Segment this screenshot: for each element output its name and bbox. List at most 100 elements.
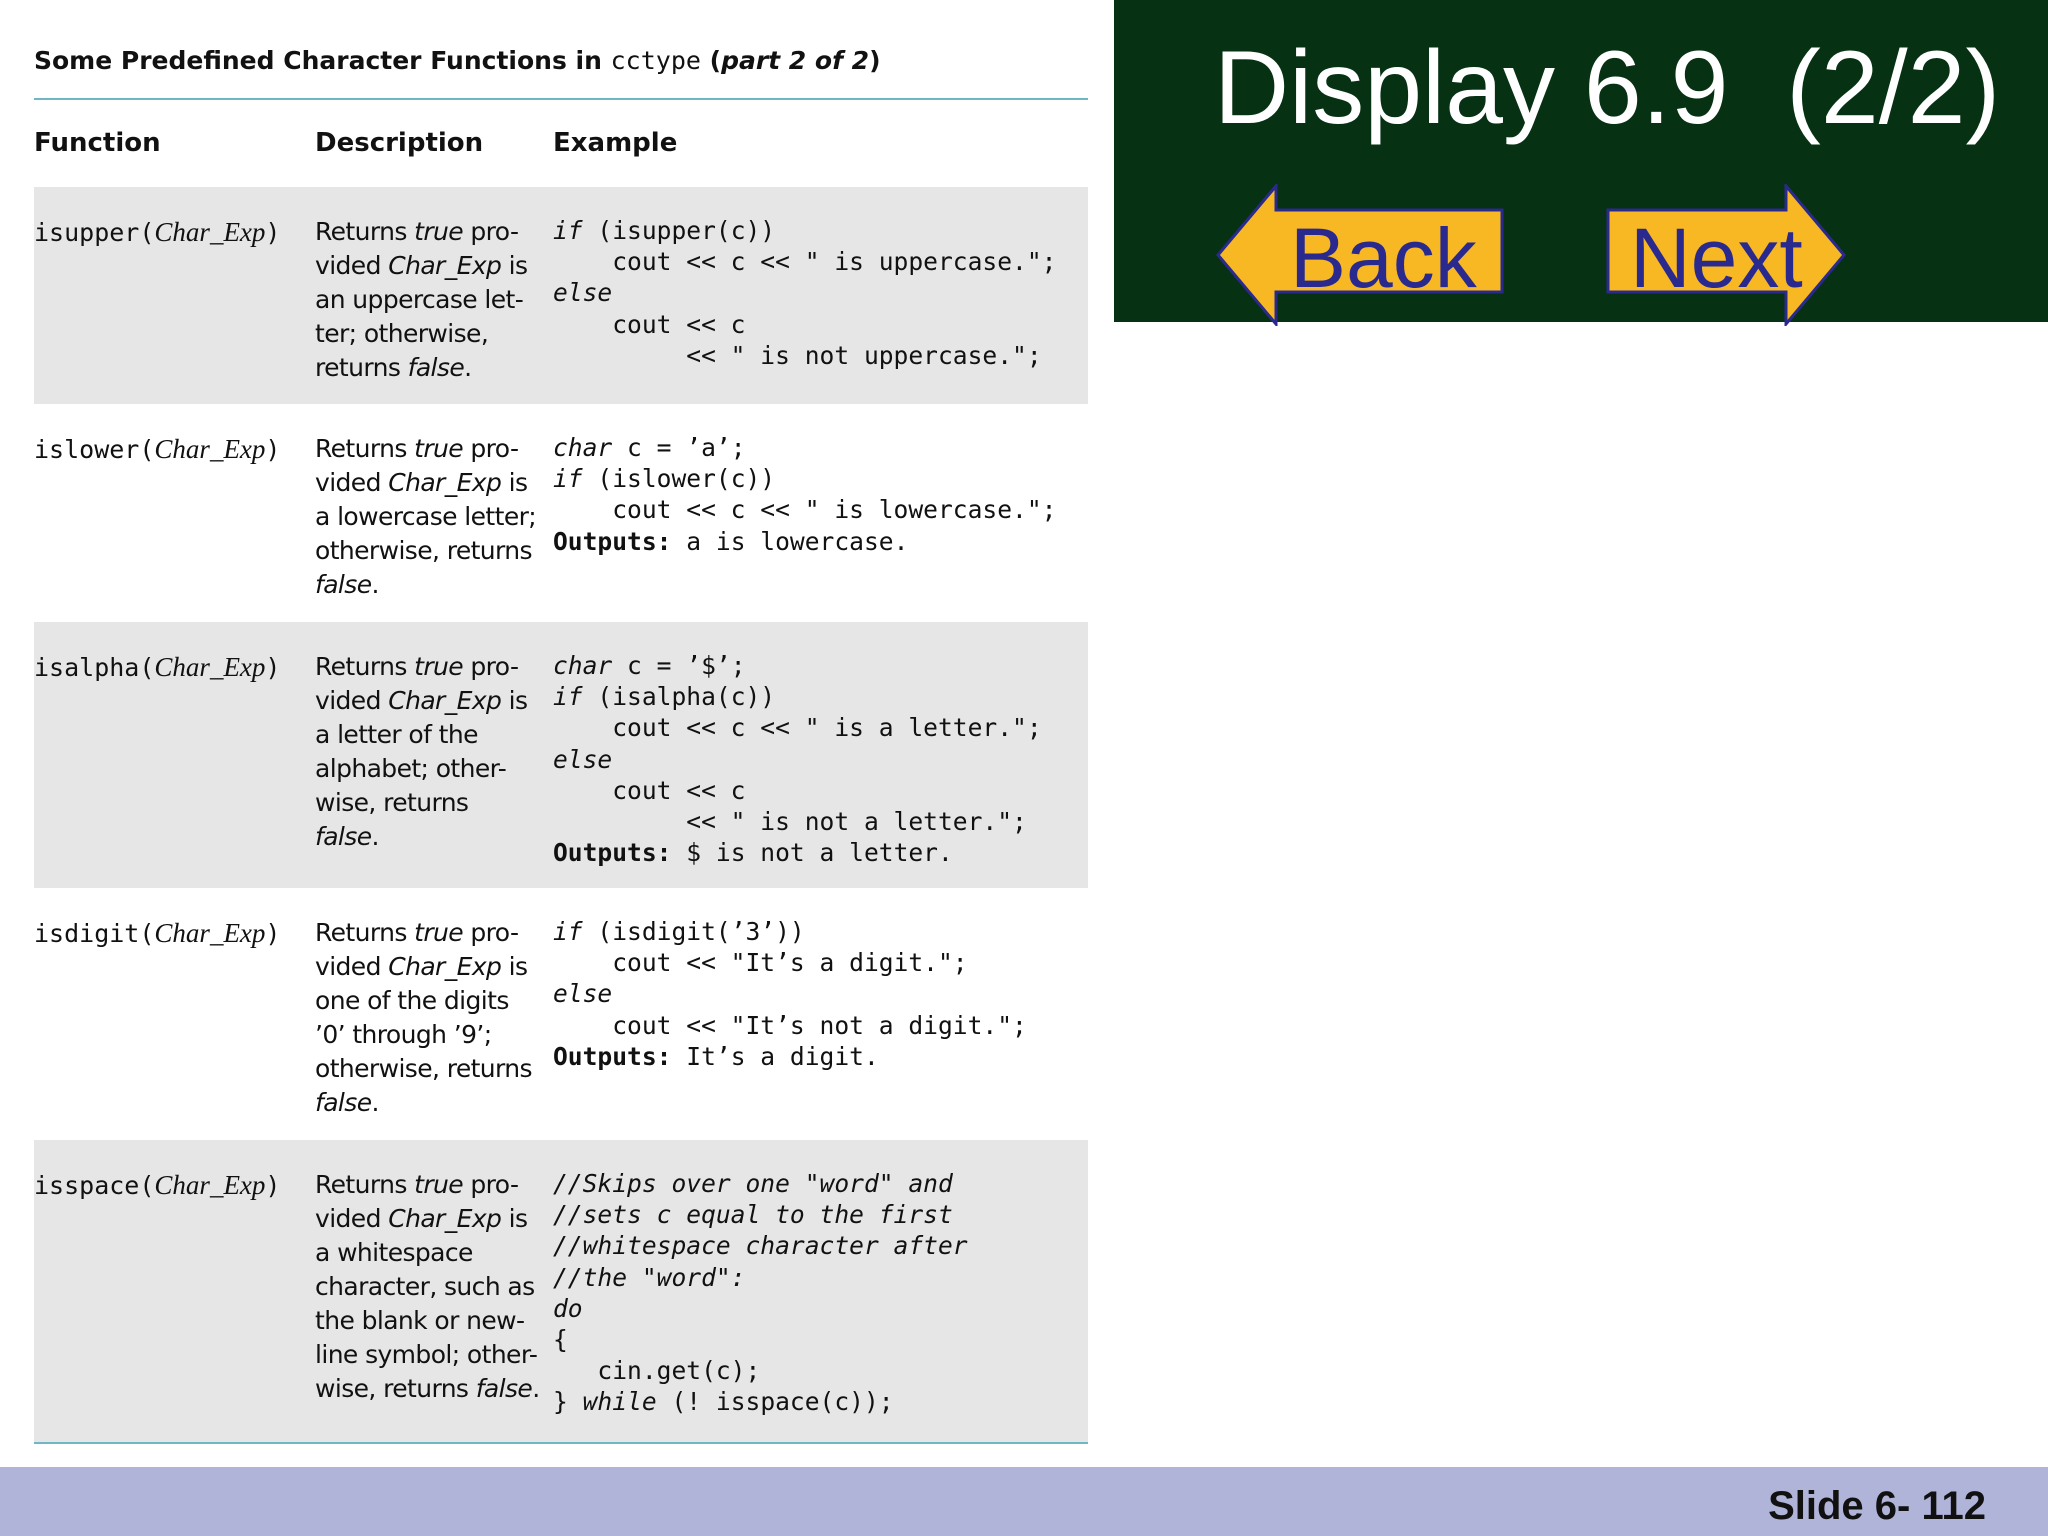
code-text: cout << c bbox=[553, 309, 746, 339]
function-description: Returns true pro- vided Char_Exp is a le… bbox=[315, 650, 547, 854]
description-text: . bbox=[371, 1088, 379, 1117]
function-name: isalpha(Char_Exp) bbox=[34, 650, 280, 685]
code-example: char c = ’a’; if (islower(c)) cout << c … bbox=[553, 432, 1056, 557]
description-text: vided bbox=[315, 686, 389, 715]
description-text: returns bbox=[315, 353, 408, 382]
code-text: << " is not a letter."; bbox=[553, 807, 1027, 837]
description-text: line symbol; other- bbox=[315, 1340, 538, 1369]
description-text: true bbox=[414, 217, 464, 246]
table-bottom-rule bbox=[34, 1442, 1088, 1444]
code-text: else bbox=[553, 744, 613, 774]
code-text: (isupper(c)) bbox=[582, 216, 776, 245]
description-text: Returns bbox=[315, 652, 415, 681]
next-button[interactable]: Next bbox=[1606, 184, 1918, 326]
description-text: false bbox=[475, 1374, 533, 1403]
description-text: wise, returns bbox=[315, 1374, 476, 1403]
function-arg: Char_Exp bbox=[154, 217, 266, 247]
description-text: true bbox=[414, 918, 464, 947]
description-text: ter; otherwise, bbox=[315, 319, 489, 348]
description-text: a lowercase letter; bbox=[315, 502, 537, 531]
function-name-text: islower( bbox=[34, 435, 155, 464]
description-text: is bbox=[501, 251, 528, 280]
code-text: c = ’$’; bbox=[612, 651, 746, 680]
description-text: pro- bbox=[463, 918, 519, 947]
description-text: Char_Exp bbox=[388, 251, 502, 280]
code-text: if bbox=[553, 464, 583, 494]
description-text: pro- bbox=[463, 217, 519, 246]
code-text: a is lowercase. bbox=[671, 526, 909, 556]
function-name-close: ) bbox=[265, 653, 281, 682]
description-text: Returns bbox=[315, 217, 415, 246]
code-example: char c = ’$’; if (isalpha(c)) cout << c … bbox=[553, 650, 1042, 868]
back-button[interactable]: Back bbox=[1216, 184, 1528, 326]
table-top-rule bbox=[34, 98, 1088, 100]
function-name-close: ) bbox=[265, 1171, 281, 1200]
header-example: Example bbox=[553, 128, 678, 158]
function-name-text: isdigit( bbox=[34, 919, 155, 948]
description-text: is bbox=[501, 468, 528, 497]
function-arg: Char_Exp bbox=[154, 434, 266, 464]
description-text: otherwise, returns bbox=[315, 1054, 533, 1083]
code-text: } bbox=[553, 1387, 583, 1417]
code-text: if bbox=[553, 682, 583, 712]
description-text: false bbox=[315, 822, 372, 851]
code-text: //Skips over one "word" and bbox=[553, 1169, 953, 1198]
code-text: cout << c bbox=[553, 775, 746, 805]
slide-title: Display 6.9 (2/2) bbox=[1214, 30, 2001, 146]
function-name: isspace(Char_Exp) bbox=[34, 1168, 280, 1203]
code-text: while bbox=[582, 1387, 657, 1417]
function-name-close: ) bbox=[265, 435, 281, 464]
table-row: islower(Char_Exp)Returns true pro- vided… bbox=[34, 404, 1088, 622]
function-description: Returns true pro- vided Char_Exp is a lo… bbox=[315, 432, 547, 602]
code-text: cout << "It’s not a digit."; bbox=[553, 1010, 1027, 1040]
function-name-close: ) bbox=[265, 919, 281, 948]
code-text: Outputs: bbox=[553, 1041, 672, 1071]
code-example: //Skips over one "word" and //sets c equ… bbox=[553, 1168, 968, 1418]
code-text: It’s a digit. bbox=[671, 1041, 879, 1071]
description-text: pro- bbox=[463, 434, 519, 463]
table-row: isspace(Char_Exp)Returns true pro- vided… bbox=[34, 1140, 1088, 1443]
code-text: //the "word": bbox=[553, 1262, 746, 1292]
function-description: Returns true pro- vided Char_Exp is an u… bbox=[315, 215, 547, 385]
code-text: if bbox=[553, 216, 583, 245]
code-example: if (isdigit(’3’)) cout << "It’s a digit.… bbox=[553, 916, 1027, 1072]
footer-bar: Slide 6- 112 bbox=[0, 1467, 2048, 1536]
code-text: cout << c << " is a letter."; bbox=[553, 713, 1042, 743]
description-text: Char_Exp bbox=[388, 468, 502, 497]
header-description: Description bbox=[315, 128, 484, 158]
code-text: cin.get(c); bbox=[553, 1356, 761, 1386]
description-text: Returns bbox=[315, 434, 415, 463]
code-text: c = ’a’; bbox=[612, 433, 746, 462]
code-text: else bbox=[553, 278, 613, 308]
code-text: (islower(c)) bbox=[582, 464, 776, 494]
description-text: pro- bbox=[463, 1170, 519, 1199]
description-text: false bbox=[315, 570, 372, 599]
code-example: if (isupper(c)) cout << c << " is upperc… bbox=[553, 215, 1056, 371]
function-name-text: isspace( bbox=[34, 1171, 155, 1200]
description-text: a whitespace bbox=[315, 1238, 473, 1267]
table-row: isalpha(Char_Exp) Returns true pro- vided… bbox=[34, 622, 1088, 888]
function-arg: Char_Exp bbox=[154, 652, 266, 682]
code-text: //sets c equal to the first bbox=[553, 1200, 953, 1230]
description-text: . bbox=[532, 1374, 540, 1403]
code-text: << " is not uppercase."; bbox=[553, 340, 1042, 370]
code-text: (! isspace(c)); bbox=[656, 1387, 894, 1417]
code-text: Outputs: bbox=[553, 838, 672, 868]
description-text: Char_Exp bbox=[388, 1204, 502, 1233]
description-text: an uppercase let- bbox=[315, 285, 524, 314]
description-text: . bbox=[371, 822, 379, 851]
description-text: false bbox=[315, 1088, 372, 1117]
code-text: //whitespace character after bbox=[553, 1231, 968, 1261]
description-text: the blank or new- bbox=[315, 1306, 525, 1335]
description-text: vided bbox=[315, 1204, 389, 1233]
description-text: true bbox=[414, 1170, 464, 1199]
description-text: true bbox=[414, 652, 464, 681]
code-text: cout << "It’s a digit."; bbox=[553, 948, 968, 978]
function-name: islower(Char_Exp) bbox=[34, 432, 280, 467]
code-text: char bbox=[553, 433, 613, 462]
function-name-text: isalpha( bbox=[34, 653, 155, 682]
slide-number: Slide 6- 112 bbox=[1768, 1484, 1986, 1528]
description-text: Returns bbox=[315, 1170, 415, 1199]
header-function: Function bbox=[34, 128, 161, 158]
next-button-label: Next bbox=[1630, 211, 1803, 305]
